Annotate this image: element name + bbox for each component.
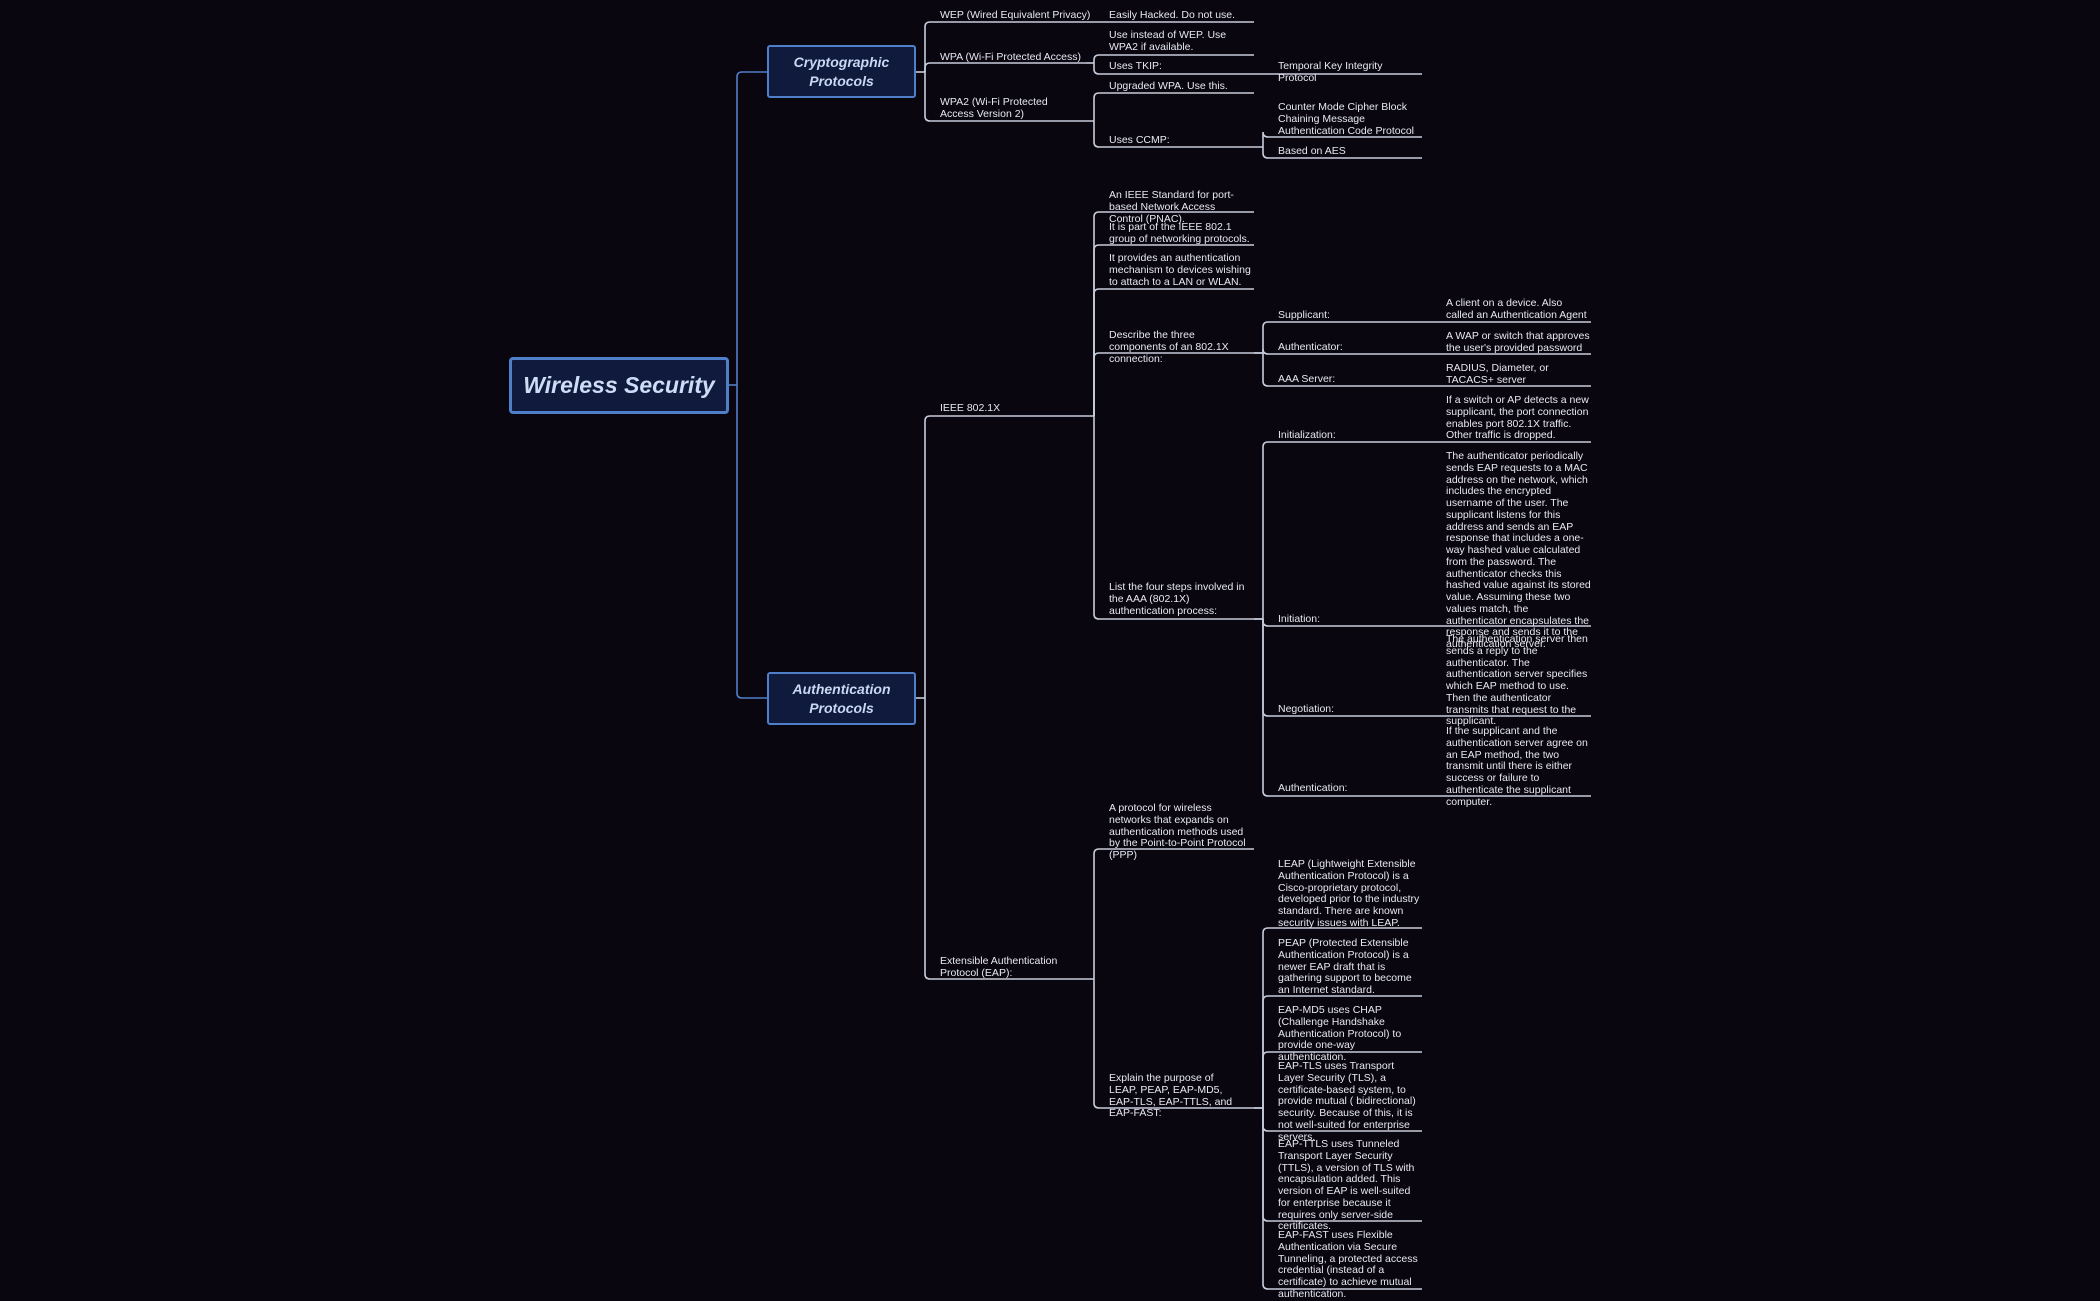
node-eap-explain-question[interactable]: Explain the purpose of LEAP, PEAP, EAP-M… (1109, 1072, 1233, 1120)
eap-types-branch-0 (1262, 927, 1422, 1108)
ieee-branch-4 (1093, 416, 1263, 620)
components-branch-2 (1262, 353, 1591, 387)
node-eap-tls[interactable]: EAP-TLS uses Transport Layer Security (T… (1278, 1060, 1416, 1143)
node-supplicant[interactable]: Supplicant: (1278, 309, 1330, 321)
root-to-crypto (736, 71, 767, 385)
node-ieee-8021x[interactable]: IEEE 802.1X (940, 402, 1001, 414)
ccmp-aes-line (1262, 147, 1422, 159)
ieee-branch-2 (1093, 288, 1254, 416)
node-ieee-part-of[interactable]: It is part of the IEEE 802.1 group of ne… (1109, 221, 1250, 245)
node-initiation-definition[interactable]: The authenticator periodically sends EAP… (1446, 450, 1591, 650)
eap-types-branch-2 (1262, 1051, 1422, 1108)
crypto-branch-2 (924, 72, 1094, 122)
node-leap[interactable]: LEAP (Lightweight Extensible Authenticat… (1278, 858, 1420, 929)
wpa2-branch-1 (1093, 121, 1263, 148)
node-supplicant-definition[interactable]: A client on a device. Also called an Aut… (1446, 297, 1587, 321)
root-to-auth (736, 385, 767, 699)
branch-node-authentication-protocols[interactable]: Authentication Protocols (767, 672, 916, 725)
components-branch-1 (1262, 348, 1591, 355)
node-authenticator-definition[interactable]: A WAP or switch that approves the user's… (1446, 330, 1590, 354)
auth-branch-0 (924, 415, 1094, 698)
node-wpa-note[interactable]: Use instead of WEP. Use WPA2 if availabl… (1109, 29, 1227, 53)
node-negotiation-definition[interactable]: The authentication server then sends a r… (1446, 633, 1588, 728)
eap-types-branch-1 (1262, 995, 1422, 1108)
auth-branch-1 (924, 698, 1094, 980)
crypto-branch-1 (924, 62, 1086, 72)
node-wpa2-ccmp[interactable]: Uses CCMP: (1109, 134, 1170, 146)
node-ccmp-aes[interactable]: Based on AES (1278, 145, 1346, 157)
steps-branch-3 (1262, 619, 1591, 797)
eap-branch-0 (1093, 848, 1254, 979)
node-authentication-definition[interactable]: If the supplicant and the authentication… (1446, 725, 1588, 808)
ieee-branch-3 (1093, 352, 1263, 416)
node-wep[interactable]: WEP (Wired Equivalent Privacy) (940, 9, 1091, 21)
steps-branch-0 (1262, 441, 1591, 619)
node-eap-ttls[interactable]: EAP-TTLS uses Tunneled Transport Layer S… (1278, 1138, 1415, 1233)
node-wpa-tkip[interactable]: Uses TKIP: (1109, 60, 1162, 72)
root-node-wireless-security[interactable]: Wireless Security (509, 357, 729, 414)
ieee-branch-0 (1093, 211, 1254, 416)
node-initialization[interactable]: Initialization: (1278, 429, 1336, 441)
eap-branch-1 (1093, 979, 1263, 1109)
node-authenticator[interactable]: Authenticator: (1278, 341, 1343, 353)
node-authentication[interactable]: Authentication: (1278, 782, 1348, 794)
node-aaa-server[interactable]: AAA Server: (1278, 373, 1336, 385)
wpa-branch-0 (1093, 54, 1254, 63)
node-peap[interactable]: PEAP (Protected Extensible Authenticatio… (1278, 937, 1412, 996)
node-ieee-standard[interactable]: An IEEE Standard for port-based Network … (1109, 189, 1234, 225)
node-wpa2[interactable]: WPA2 (Wi-Fi Protected Access Version 2) (940, 96, 1048, 120)
ccmp-def-line (1262, 131, 1422, 147)
components-branch-0 (1262, 321, 1591, 353)
node-eap-definition[interactable]: A protocol for wireless networks that ex… (1109, 802, 1246, 861)
wpa2-branch-0 (1093, 92, 1254, 121)
node-wep-note[interactable]: Easily Hacked. Do not use. (1109, 9, 1236, 21)
node-eap-fast[interactable]: EAP-FAST uses Flexible Authentication vi… (1278, 1229, 1418, 1300)
node-tkip-definition[interactable]: Temporal Key Integrity Protocol (1278, 60, 1383, 84)
ieee-branch-1 (1093, 244, 1254, 416)
node-wpa[interactable]: WPA (Wi-Fi Protected Access) (940, 51, 1081, 63)
branch-node-cryptographic-protocols[interactable]: Cryptographic Protocols (767, 45, 916, 98)
node-wpa2-note[interactable]: Upgraded WPA. Use this. (1109, 80, 1228, 92)
node-steps-question[interactable]: List the four steps involved in the AAA … (1109, 581, 1245, 617)
crypto-branch-0 (924, 21, 1254, 72)
eap-types-branch-5 (1262, 1108, 1422, 1290)
node-eap[interactable]: Extensible Authentication Protocol (EAP)… (940, 955, 1058, 979)
node-aaa-server-definition[interactable]: RADIUS, Diameter, or TACACS+ server (1446, 362, 1549, 386)
wpa-branch-1 (1093, 63, 1254, 75)
node-ccmp-definition[interactable]: Counter Mode Cipher Block Chaining Messa… (1278, 101, 1415, 137)
node-eap-md5[interactable]: EAP-MD5 uses CHAP (Challenge Handshake A… (1278, 1004, 1402, 1063)
node-ieee-provides[interactable]: It provides an authentication mechanism … (1109, 252, 1251, 288)
node-components-question[interactable]: Describe the three components of an 802.… (1109, 329, 1229, 365)
node-initiation[interactable]: Initiation: (1278, 613, 1321, 625)
node-initialization-definition[interactable]: If a switch or AP detects a new supplica… (1446, 394, 1589, 442)
node-negotiation[interactable]: Negotiation: (1278, 703, 1335, 715)
